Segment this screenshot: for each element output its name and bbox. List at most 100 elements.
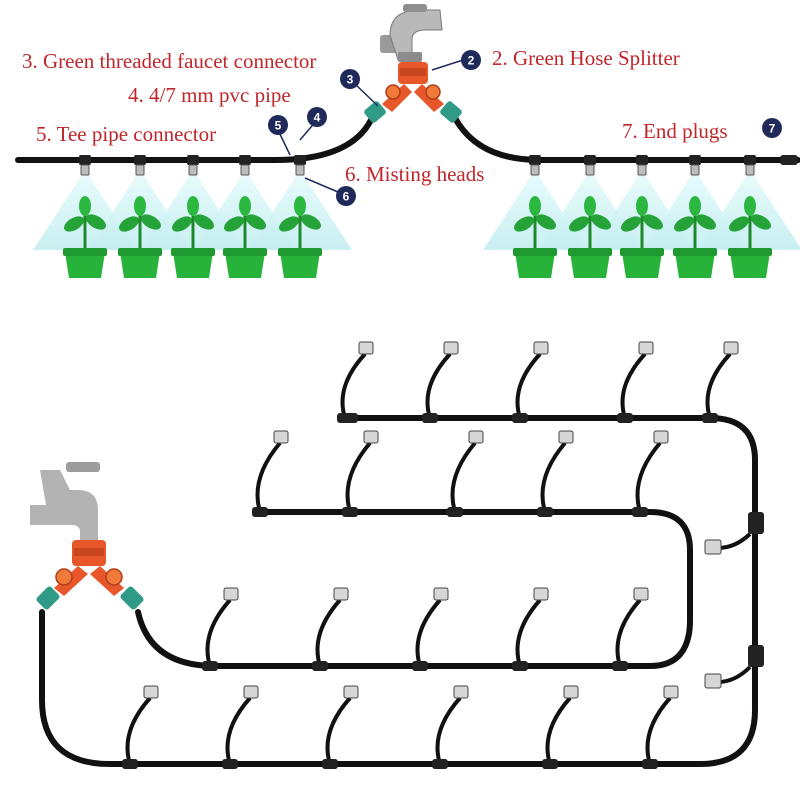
svg-text:2: 2: [468, 54, 475, 68]
misting-head: [223, 587, 239, 601]
drip-branch: [345, 430, 379, 513]
label-faucet-connector: 3. Green threaded faucet connector: [22, 49, 316, 73]
micro-tube: [545, 696, 572, 765]
tee-connector: [689, 155, 701, 165]
number-badge-7: 7: [762, 118, 782, 138]
tee-connector: [632, 507, 648, 517]
drip-branch: [340, 341, 374, 419]
micro-tube: [425, 352, 452, 419]
plant-pot-rim: [568, 248, 612, 256]
drip-branch: [620, 341, 654, 419]
svg-text:4: 4: [314, 111, 321, 125]
faucet-icon-bottom: [30, 462, 100, 545]
drip-branch: [450, 430, 484, 513]
potted-plant-icon: [63, 196, 107, 278]
label-misting-heads: 6. Misting heads: [345, 162, 484, 186]
drip-branch: [515, 341, 549, 419]
hose-splitter-icon-bottom: [36, 540, 144, 610]
tee-connector: [702, 413, 718, 423]
misting-head: [585, 164, 595, 176]
tee-connector: [529, 155, 541, 165]
tee-connector: [312, 661, 328, 671]
plant-leaf: [279, 216, 299, 232]
potted-plant-icon: [513, 196, 557, 278]
plant-leaf: [301, 214, 321, 230]
misting-head: [80, 164, 90, 176]
misting-head: [530, 164, 540, 176]
end-plug: [780, 155, 798, 165]
svg-text:5: 5: [275, 119, 282, 133]
plant-leaf: [729, 216, 749, 232]
plant-pot-rim: [63, 248, 107, 256]
micro-tube: [615, 598, 642, 667]
plant-leaf: [751, 214, 771, 230]
micro-tube: [515, 598, 542, 667]
tee-connectors-top: [79, 155, 756, 176]
micro-tube: [620, 352, 647, 419]
misting-head: [558, 430, 574, 444]
plant-leaf: [194, 214, 214, 230]
misting-head: [690, 164, 700, 176]
micro-tube: [645, 696, 672, 765]
misting-head: [533, 587, 549, 601]
svg-text:6: 6: [343, 190, 350, 204]
drip-branch: [635, 430, 669, 513]
tee-connector: [322, 759, 338, 769]
potted-plant-icon: [223, 196, 267, 278]
plant-leaf: [696, 214, 716, 230]
plant-pot: [173, 252, 213, 278]
micro-tube: [325, 696, 352, 765]
plant-leaf: [224, 216, 244, 232]
tee-connector: [612, 661, 628, 671]
micro-tube: [315, 598, 342, 667]
potted-plant-icon: [171, 196, 215, 278]
plant-pot: [570, 252, 610, 278]
plant-leaf: [172, 216, 192, 232]
misting-head: [143, 685, 159, 699]
micro-tube: [635, 441, 662, 513]
tee-connector: [512, 661, 528, 671]
drip-branch: [515, 587, 549, 667]
misting-head-branches: [125, 341, 739, 765]
label-pvc-pipe: 4. 4/7 mm pvc pipe: [128, 83, 291, 107]
misting-head: [295, 164, 305, 176]
micro-tube: [345, 441, 372, 513]
misting-head: [453, 685, 469, 699]
drip-branch: [125, 685, 159, 765]
side-branch-upper: [704, 512, 764, 555]
misting-head: [240, 164, 250, 176]
number-badge-5: 5: [268, 115, 288, 135]
misting-head: [333, 587, 349, 601]
plant-leaf: [79, 196, 91, 216]
potted-plant-icon: [673, 196, 717, 278]
tee-connector: [422, 413, 438, 423]
plant-pot-rim: [278, 248, 322, 256]
misting-head: [243, 685, 259, 699]
top-illustration: 2 3 4 5 6 7 3. Green threaded faucet con…: [15, 4, 800, 278]
misting-head: [533, 341, 549, 355]
plant-leaf: [239, 196, 251, 216]
misting-head: [443, 341, 459, 355]
tee-connector: [447, 507, 463, 517]
micro-tube: [125, 696, 152, 765]
tee-connector: [617, 413, 633, 423]
tee-connector: [134, 155, 146, 165]
micro-tube: [205, 598, 232, 667]
potted-plant-icon: [568, 196, 612, 278]
drip-branch: [545, 685, 579, 765]
plant-pot-rim: [118, 248, 162, 256]
plant-leaf: [621, 216, 641, 232]
drip-branch: [435, 685, 469, 765]
drip-branch: [255, 430, 289, 513]
plant-leaf: [119, 216, 139, 232]
plant-leaf: [246, 214, 266, 230]
plant-pot: [675, 252, 715, 278]
plant-leaf: [86, 214, 106, 230]
plant-pot: [120, 252, 160, 278]
label-hose-splitter: 2. Green Hose Splitter: [492, 46, 680, 70]
plant-leaf: [294, 196, 306, 216]
tee-connector: [239, 155, 251, 165]
tee-connector: [744, 155, 756, 165]
hose-splitter-icon: [364, 62, 462, 123]
